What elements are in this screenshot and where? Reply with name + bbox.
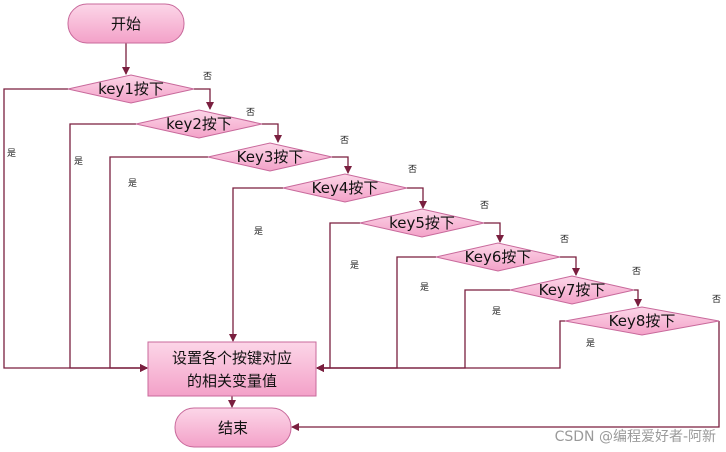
decision-8-no-line <box>291 321 720 431</box>
decision-6-yes-line <box>316 256 436 372</box>
decision-4-label: Key4按下 <box>312 179 379 197</box>
yes-label-8: 是 <box>586 338 595 349</box>
decision-2-yes-line <box>69 123 148 372</box>
decision-7-label: Key7按下 <box>539 281 606 299</box>
yes-label-4: 是 <box>254 226 263 237</box>
decision-4-no-line <box>407 187 427 209</box>
decision-3-shape <box>207 142 333 172</box>
decision-7-no-line <box>634 289 642 307</box>
decision-5-shape <box>359 208 485 238</box>
yes-label-3: 是 <box>128 178 137 189</box>
decision-1-label: key1按下 <box>98 80 164 98</box>
decision-6-shape <box>435 242 561 272</box>
decision-1-yes-line <box>3 88 148 372</box>
no-label-7: 否 <box>632 266 641 277</box>
decision-8-shape <box>564 306 720 336</box>
no-label-6: 否 <box>560 234 569 245</box>
yes-label-6: 是 <box>420 282 429 293</box>
no-label-1: 否 <box>203 71 212 82</box>
decision-8-label: Key8按下 <box>609 312 676 330</box>
decision-7-yes-line <box>316 289 510 372</box>
decision-2-label: key2按下 <box>166 115 232 133</box>
decision-4-yes-line <box>229 187 283 342</box>
action-label-line2: 的相关变量值 <box>187 372 277 390</box>
decision-5-yes-line <box>316 222 360 372</box>
yes-label-2: 是 <box>74 156 83 167</box>
decision-3-yes-line <box>109 156 208 372</box>
action-label-line1: 设置各个按键对应 <box>172 349 292 367</box>
decision-2-no-line <box>262 123 282 143</box>
start-label: 开始 <box>111 15 141 33</box>
decision-1-no-line <box>194 88 214 110</box>
decision-3-no-line <box>332 156 352 174</box>
decision-5-no-line <box>484 222 504 243</box>
action-node: 设置各个按键对应 的相关变量值 <box>147 341 317 397</box>
no-label-2: 否 <box>246 107 255 118</box>
decision-3-label: Key3按下 <box>237 148 304 166</box>
no-label-4: 否 <box>408 164 417 175</box>
yes-label-1: 是 <box>7 148 16 159</box>
watermark: CSDN @编程爱好者-阿新 <box>555 429 716 445</box>
start-node: 开始 <box>67 3 185 44</box>
decision-1-shape <box>67 74 195 104</box>
decision-4-shape <box>282 173 408 203</box>
end-node: 结束 <box>174 407 292 448</box>
no-label-8: 否 <box>712 294 721 305</box>
decision-6-no-line <box>560 256 580 276</box>
no-label-3: 否 <box>340 135 349 146</box>
decision-2-shape <box>135 109 263 139</box>
connectors <box>3 43 720 431</box>
no-label-5: 否 <box>480 200 489 211</box>
decision-5-label: key5按下 <box>389 214 455 232</box>
end-label: 结束 <box>218 419 248 437</box>
yes-label-5: 是 <box>350 260 359 271</box>
decision-8-yes-line <box>316 320 565 372</box>
decision-7-shape <box>509 275 635 305</box>
yes-label-7: 是 <box>492 306 501 317</box>
decision-6-label: Key6按下 <box>465 248 532 266</box>
